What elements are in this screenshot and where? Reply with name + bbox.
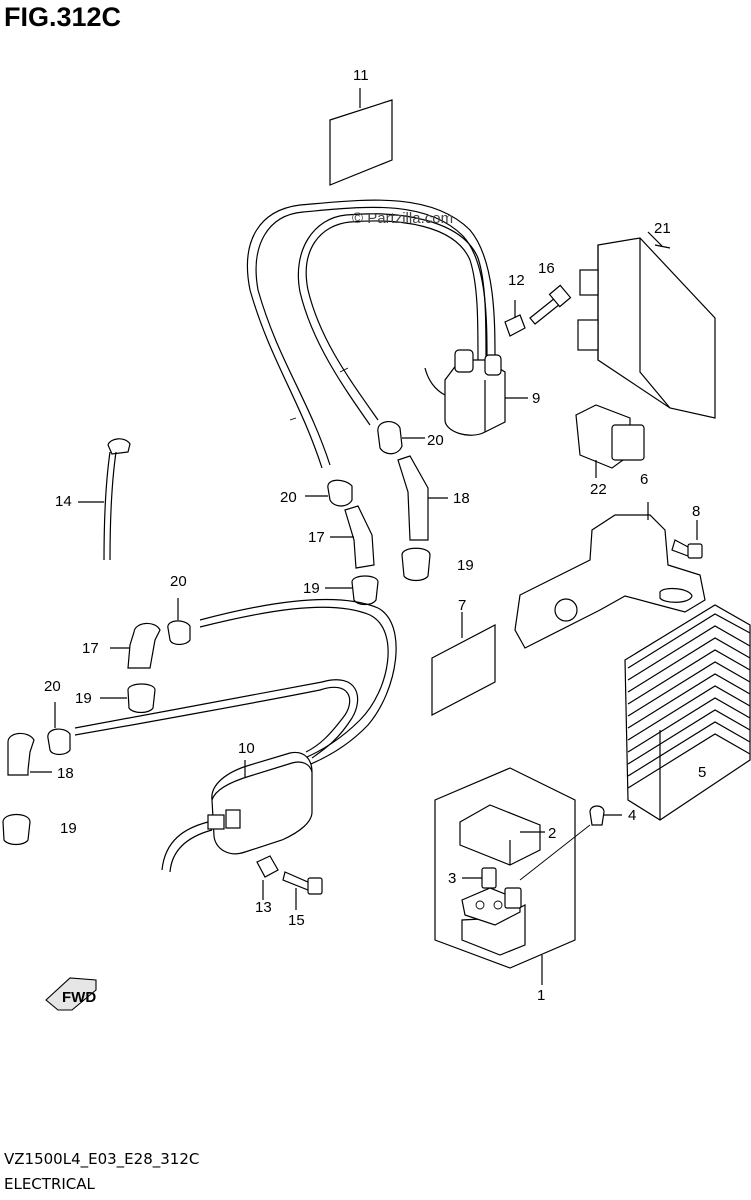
callout-15: 15	[288, 912, 305, 929]
callout-18-lower: 18	[57, 765, 74, 782]
lower-high-tension-leads[interactable]	[74, 598, 397, 767]
part-16-bolt[interactable]	[529, 284, 572, 325]
callout-19-upper: 19	[457, 557, 474, 574]
callout-20-lower-a: 20	[170, 573, 187, 590]
part-14-cable-tie[interactable]	[78, 438, 131, 561]
part-19-lower-seal-b[interactable]	[2, 813, 31, 846]
callout-16: 16	[538, 260, 555, 277]
callout-10: 10	[238, 740, 255, 757]
callout-5: 5	[698, 764, 706, 781]
part-9-ignition-coil[interactable]	[424, 349, 528, 436]
callout-17-lower: 17	[82, 640, 99, 657]
callout-2: 2	[548, 825, 556, 842]
callout-19-lower-b: 19	[60, 820, 77, 837]
part-12-spacer[interactable]	[504, 300, 526, 337]
part-4-screw[interactable]	[519, 805, 622, 881]
part-7-label-sheet[interactable]	[431, 612, 496, 716]
part-11-label-sheet[interactable]	[329, 88, 393, 186]
callout-7: 7	[458, 597, 466, 614]
part-19-left-seal[interactable]	[325, 575, 379, 606]
part-20-lower-cap-a[interactable]	[167, 598, 191, 646]
callout-4: 4	[628, 807, 636, 824]
callout-22: 22	[590, 481, 607, 498]
callout-19-left: 19	[303, 580, 320, 597]
part-6-bracket[interactable]	[514, 502, 706, 649]
part-5-regulator-rectifier[interactable]	[624, 604, 751, 821]
part-19-upper-seal[interactable]	[401, 547, 431, 582]
part-22-relay[interactable]	[575, 404, 645, 478]
callout-14: 14	[55, 493, 72, 510]
part-18-upper-plug-cap[interactable]	[397, 455, 448, 541]
callout-1: 1	[537, 987, 545, 1004]
callout-9: 9	[532, 390, 540, 407]
diagram-code: VZ1500L4_E03_E28_312C	[4, 1150, 200, 1168]
part-17-plug-cap[interactable]	[330, 505, 375, 569]
callout-21: 21	[654, 220, 671, 237]
callout-3: 3	[448, 870, 456, 887]
part-20-upper-cap[interactable]	[377, 421, 425, 455]
part-20-left-cap[interactable]	[305, 479, 353, 507]
callout-12: 12	[508, 272, 525, 289]
part-19-lower-seal-a[interactable]	[100, 683, 156, 714]
callout-20-lower-b: 20	[44, 678, 61, 695]
callout-8: 8	[692, 503, 700, 520]
part-10-ignition-coil[interactable]	[161, 751, 313, 873]
upper-high-tension-leads[interactable]	[246, 199, 496, 469]
part-3-fuse[interactable]	[462, 867, 497, 889]
part-17-lower-plug-cap[interactable]	[110, 622, 161, 669]
part-21-ecm[interactable]	[577, 231, 716, 419]
callout-18-upper: 18	[453, 490, 470, 507]
callout-20-left: 20	[280, 489, 297, 506]
part-13-spacer[interactable]	[256, 855, 279, 900]
part-2-relay-cover[interactable]	[459, 804, 545, 866]
watermark: © Partzilla.com	[352, 210, 453, 227]
part-18-lower-plug-cap[interactable]	[7, 732, 52, 776]
callout-19-lower-a: 19	[75, 690, 92, 707]
fwd-label: FWD	[62, 989, 96, 1006]
callout-20-upper: 20	[427, 432, 444, 449]
part-15-bolt[interactable]	[282, 871, 323, 910]
callout-13: 13	[255, 899, 272, 916]
callout-6: 6	[640, 471, 648, 488]
front-direction-marker: FWD	[45, 977, 97, 1011]
part-8-bolt[interactable]	[671, 520, 703, 559]
diagram-description: ELECTRICAL	[4, 1175, 95, 1193]
part-20-lower-cap-b[interactable]	[47, 702, 71, 756]
callout-11: 11	[353, 67, 369, 84]
callout-17-upper: 17	[308, 529, 325, 546]
figure-title: FIG.312C	[4, 2, 122, 32]
